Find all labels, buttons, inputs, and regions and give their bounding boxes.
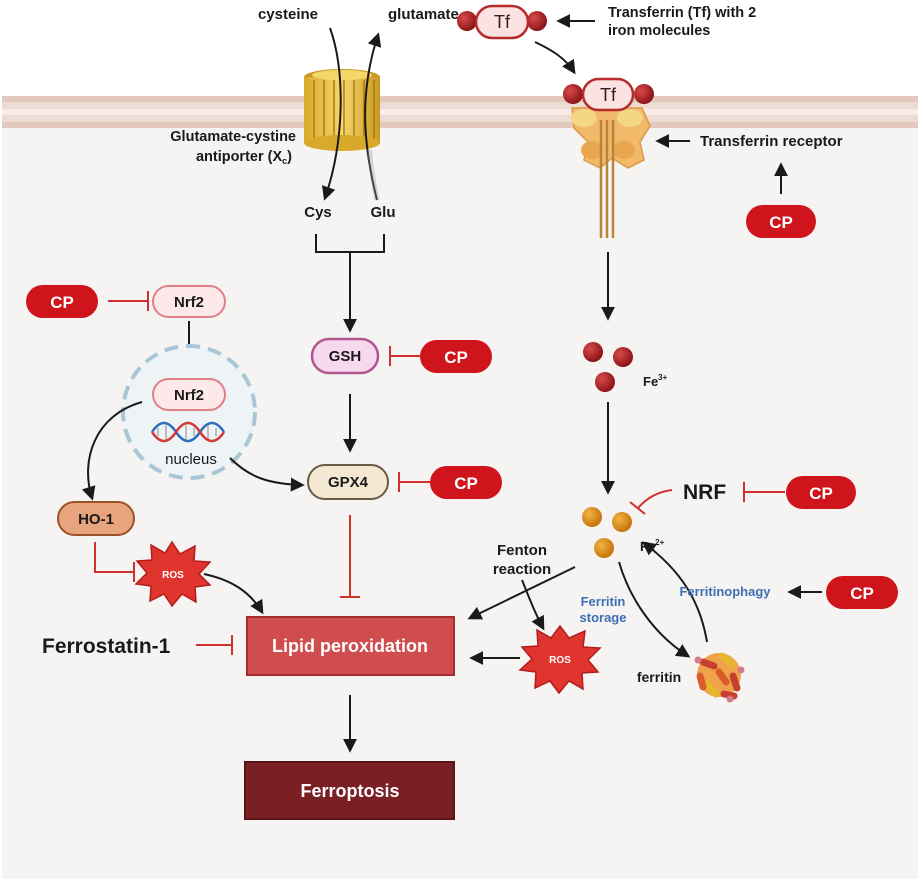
transferrin-receptor-icon	[571, 107, 651, 238]
antiporter-label-line1: Glutamate-cystine	[170, 129, 296, 145]
ros-left-label: ROS	[162, 570, 184, 581]
transferrin-free-icon	[457, 4, 547, 40]
antiporter-icon	[304, 69, 380, 151]
gsh-label: GSH	[329, 348, 362, 365]
arrow-nucleus-to-gpx4	[229, 457, 305, 492]
arrow-ros-to-lipid	[203, 573, 264, 615]
cp-label: CP	[809, 484, 833, 503]
nucleus-icon	[121, 344, 257, 480]
cp-badge-gsh: CP	[420, 340, 492, 373]
nrf2-nucleus-label: Nrf2	[174, 387, 204, 404]
nrf-inhibits-fe2	[629, 489, 673, 515]
cysteine-label: cysteine	[258, 6, 318, 23]
ros-right-icon	[518, 624, 602, 695]
lipid-peroxidation-label: Lipid peroxidation	[272, 636, 428, 656]
transferrin-bound-icon	[563, 77, 654, 112]
arrow-tf-to-receptor	[534, 41, 576, 75]
ho1-inhibits-ros	[94, 542, 135, 582]
cp-inhibits-nrf	[743, 482, 785, 502]
nrf-label: NRF	[683, 481, 726, 504]
cp-badge-gpx4: CP	[430, 466, 502, 499]
tf-label: Tf	[494, 12, 511, 32]
gpx4-node	[307, 464, 389, 500]
cysteine-import-arrow	[322, 27, 342, 201]
arrow-ferritin-to-fe2	[641, 541, 708, 643]
ferroptosis-node	[244, 761, 455, 820]
ferritinophagy-label: Ferritinophagy	[679, 584, 771, 599]
fenton-label-line2: reaction	[493, 561, 551, 578]
cp-badge-nrf2: CP	[26, 285, 98, 318]
nucleus-label: nucleus	[165, 451, 217, 468]
dna-icon	[150, 421, 226, 443]
ferritin-storage-label-line2: storage	[580, 610, 627, 625]
cp-label: CP	[50, 293, 74, 312]
cp-badge-ferritinophagy: CP	[826, 576, 898, 609]
gpx4-inhibits-lipid-peroxidation	[340, 515, 360, 598]
arrow-fenton-to-ros	[521, 579, 545, 631]
cp-inhibits-gsh	[389, 346, 420, 366]
glu-label: Glu	[371, 204, 396, 221]
arrow-fe2-to-ferritin	[618, 561, 691, 658]
cp-inhibits-nrf2	[108, 291, 149, 311]
ros-right-label: ROS	[549, 655, 571, 666]
cp-label: CP	[769, 213, 793, 232]
ferritin-icon	[694, 652, 745, 703]
nrf2-cytoplasm-label: Nrf2	[174, 294, 204, 311]
cp-label: CP	[850, 584, 874, 603]
nrf2-cytoplasm-node	[152, 285, 226, 318]
glutamate-export-arrow	[364, 32, 382, 201]
lipid-peroxidation-node	[246, 616, 455, 676]
fe3-label: Fe3+	[643, 373, 668, 389]
receptor-label: Transferrin receptor	[700, 133, 843, 150]
gsh-node	[310, 337, 380, 375]
fe3-iron-icon	[583, 342, 633, 392]
ho1-label: HO-1	[78, 511, 114, 528]
cys-label: Cys	[304, 204, 332, 221]
tf-description-line1: Transferrin (Tf) with 2	[608, 5, 756, 21]
antiporter-label-line2: antiporter (Xc)	[196, 149, 292, 166]
cp-label: CP	[444, 348, 468, 367]
ferritin-label: ferritin	[637, 669, 681, 685]
ferrostatin-label: Ferrostatin-1	[42, 635, 171, 658]
fenton-label-line1: Fenton	[497, 542, 547, 559]
ferroptosis-label: Ferroptosis	[300, 781, 399, 801]
glutamate-label: glutamate	[388, 6, 459, 23]
ferritin-storage-label-line1: Ferritin	[581, 594, 626, 609]
ferrostatin-inhibits-lipid	[196, 635, 233, 655]
cytoplasm	[2, 120, 918, 879]
ho1-node	[57, 501, 135, 536]
ros-left-icon	[134, 540, 212, 608]
gpx4-label: GPX4	[328, 474, 369, 491]
tf-bound-label: Tf	[600, 85, 617, 105]
fe2-iron-icon	[582, 507, 632, 558]
cp-badge-receptor: CP	[746, 205, 816, 238]
arrow-fenton-to-lipid	[467, 566, 576, 620]
cp-label: CP	[454, 474, 478, 493]
tf-description-line2: iron molecules	[608, 23, 710, 39]
cell-membrane	[2, 96, 918, 128]
arrow-nucleus-to-ho1	[81, 401, 143, 501]
cp-inhibits-gpx4	[398, 472, 430, 492]
cp-badge-nrf: CP	[786, 476, 856, 509]
nrf2-nucleus-node	[152, 378, 226, 411]
